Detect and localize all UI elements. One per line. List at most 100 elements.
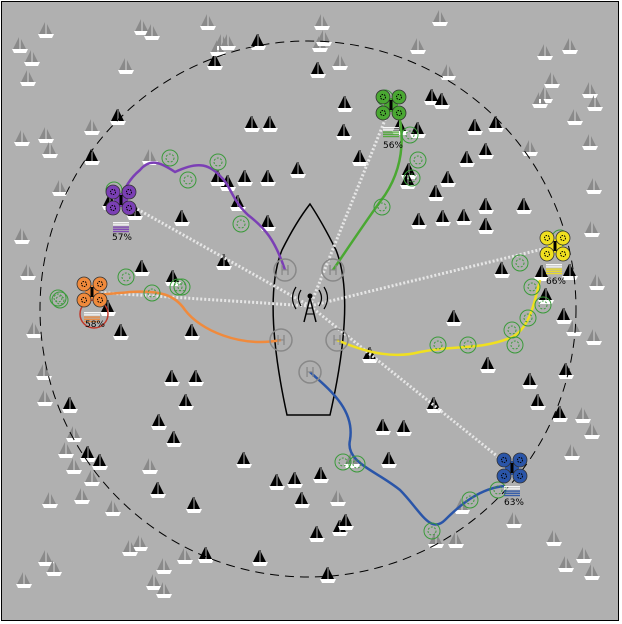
helipad-1: H bbox=[273, 258, 297, 282]
battery-indicator bbox=[546, 264, 562, 275]
waypoint-marker bbox=[161, 149, 179, 167]
unknown-boat bbox=[12, 37, 28, 53]
unknown-boat bbox=[156, 558, 172, 574]
found-boat bbox=[236, 169, 254, 187]
unknown-boat bbox=[537, 44, 553, 60]
unknown-boat bbox=[330, 490, 346, 506]
unknown-boat bbox=[14, 130, 30, 146]
found-boat bbox=[197, 546, 215, 564]
found-boat bbox=[249, 33, 267, 51]
helipad-5: H bbox=[298, 360, 322, 384]
found-boat bbox=[479, 356, 497, 374]
battery-label: 58% bbox=[85, 320, 105, 330]
waypoint-marker bbox=[489, 481, 507, 499]
drone-path bbox=[336, 279, 542, 357]
comm-link bbox=[120, 198, 311, 308]
unknown-boat bbox=[558, 556, 574, 572]
unknown-boat bbox=[506, 512, 522, 528]
found-boat bbox=[268, 473, 286, 491]
drone-green[interactable] bbox=[375, 89, 407, 121]
found-boat bbox=[251, 549, 269, 567]
unknown-boat bbox=[576, 547, 592, 563]
unknown-boat bbox=[38, 127, 54, 143]
unknown-boat bbox=[410, 38, 426, 54]
found-boat bbox=[308, 525, 326, 543]
waypoint-marker bbox=[209, 153, 227, 171]
unknown-boat bbox=[20, 70, 36, 86]
helipad-label: H bbox=[276, 334, 286, 349]
comm-links bbox=[91, 104, 556, 470]
found-boat bbox=[185, 496, 203, 514]
waypoint-marker bbox=[503, 321, 521, 339]
unknown-boat bbox=[582, 82, 598, 98]
unknown-boat bbox=[105, 500, 121, 516]
found-boat bbox=[395, 419, 413, 437]
unknown-boat bbox=[546, 530, 562, 546]
found-boat bbox=[133, 259, 151, 277]
found-boat bbox=[61, 396, 79, 414]
found-boat bbox=[336, 95, 354, 113]
unknown-boat bbox=[432, 10, 448, 26]
found-boat bbox=[235, 451, 253, 469]
unknown-boat bbox=[584, 423, 600, 439]
drones: 57%56%58%66%63% bbox=[76, 89, 571, 508]
found-boat bbox=[521, 372, 539, 390]
unknown-boat bbox=[36, 364, 52, 380]
battery-indicator bbox=[504, 486, 520, 497]
unknown-boat bbox=[74, 488, 90, 504]
battery-indicator bbox=[113, 222, 129, 233]
drone-path bbox=[331, 119, 403, 271]
found-boat bbox=[243, 115, 261, 133]
found-boat bbox=[165, 430, 183, 448]
found-boat bbox=[109, 108, 127, 126]
unknown-boat bbox=[84, 470, 100, 486]
unknown-boat bbox=[544, 72, 560, 88]
found-boat bbox=[477, 217, 495, 235]
drone-blue[interactable] bbox=[496, 452, 528, 484]
found-boat bbox=[289, 161, 307, 179]
found-boat bbox=[163, 369, 181, 387]
drone-path bbox=[119, 161, 287, 271]
unknown-boat bbox=[564, 444, 580, 460]
comm-link bbox=[91, 290, 311, 308]
helipad-label: H bbox=[305, 366, 315, 381]
unknown-boat bbox=[118, 58, 134, 74]
found-boat bbox=[335, 123, 353, 141]
drone-yellow[interactable] bbox=[539, 230, 571, 262]
helipad-label: H bbox=[328, 264, 338, 279]
unknown-boat bbox=[314, 14, 330, 30]
found-boat bbox=[177, 393, 195, 411]
waypoint-marker bbox=[117, 268, 135, 286]
found-boat bbox=[427, 184, 445, 202]
unknown-boat bbox=[14, 228, 30, 244]
unknown-boat bbox=[586, 178, 602, 194]
helipad-label: H bbox=[280, 264, 290, 279]
waypoint-marker bbox=[232, 215, 250, 233]
found-boat bbox=[319, 566, 337, 584]
unknown-boat bbox=[582, 134, 598, 150]
found-boat bbox=[434, 209, 452, 227]
found-boat bbox=[445, 309, 463, 327]
found-boat bbox=[83, 148, 101, 166]
search-boundary bbox=[39, 40, 577, 578]
unknown-boat bbox=[142, 458, 158, 474]
unknown-boat bbox=[24, 50, 40, 66]
battery-label: 63% bbox=[504, 498, 524, 508]
unknown-boat bbox=[84, 119, 100, 135]
drone-orange[interactable] bbox=[76, 276, 108, 308]
drone-purple[interactable] bbox=[105, 184, 137, 216]
found-boat bbox=[173, 209, 191, 227]
found-boat bbox=[374, 418, 392, 436]
battery-label: 57% bbox=[112, 233, 132, 243]
battery-indicator bbox=[84, 312, 100, 323]
found-boat bbox=[150, 413, 168, 431]
drone-paths bbox=[91, 119, 542, 526]
found-boat bbox=[477, 197, 495, 215]
found-boat bbox=[312, 466, 330, 484]
found-boat bbox=[455, 208, 473, 226]
unknown-boat bbox=[58, 442, 74, 458]
unknown-boat bbox=[20, 264, 36, 280]
found-boat bbox=[410, 212, 428, 230]
found-boat bbox=[259, 169, 277, 187]
